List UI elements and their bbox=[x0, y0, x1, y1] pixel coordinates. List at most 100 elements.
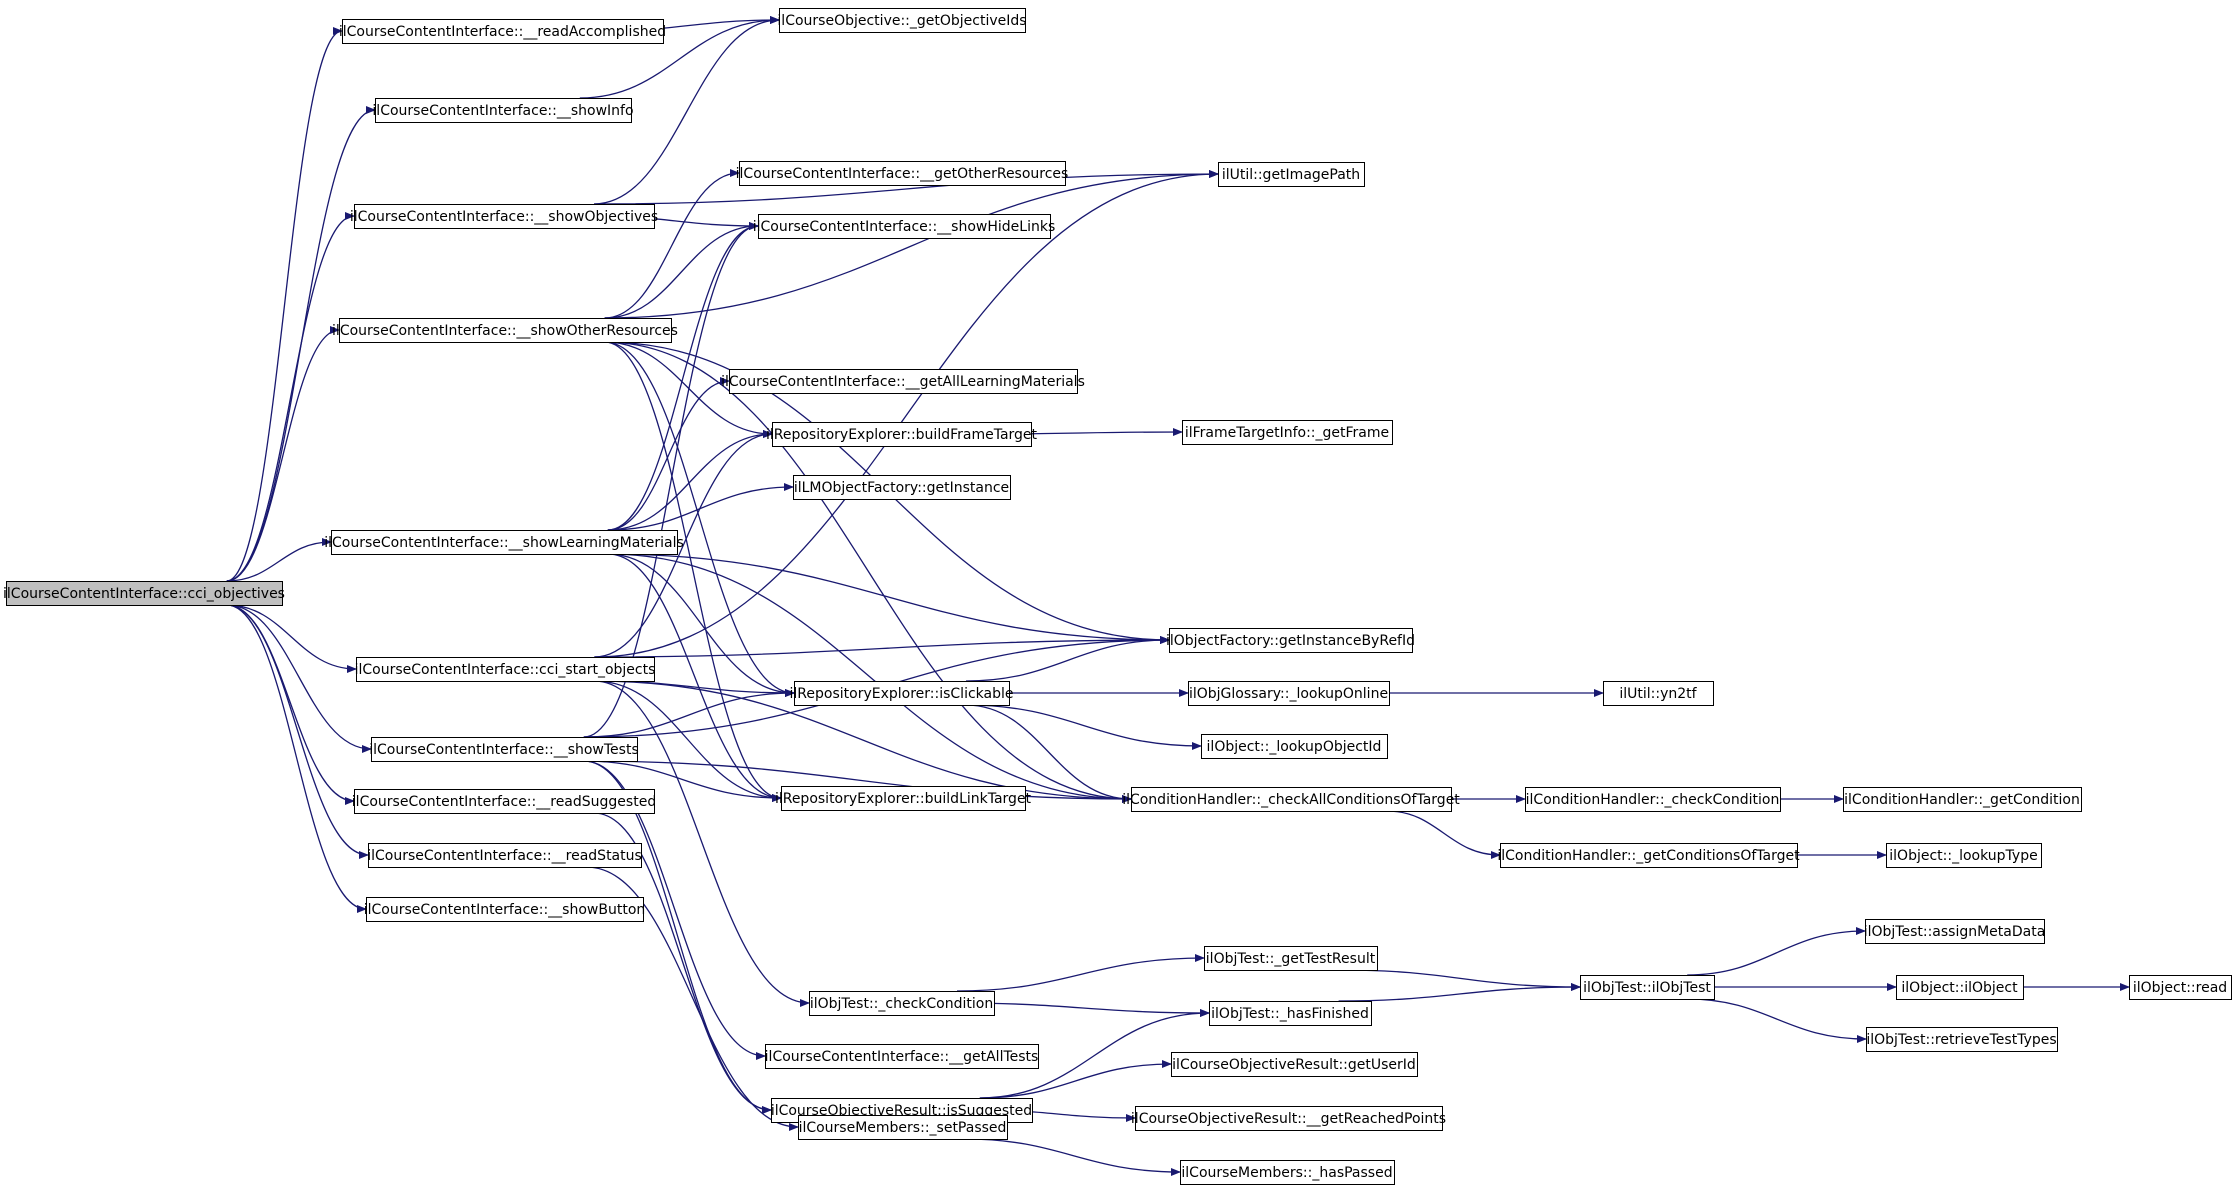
node-box bbox=[1135, 1106, 1443, 1131]
node-label: ilCourseContentInterface::__readSuggeste… bbox=[352, 794, 656, 810]
graph-node-lookupObjectId[interactable]: ilObject::_lookupObjectId bbox=[1201, 734, 1388, 759]
node-box bbox=[1865, 919, 2045, 944]
node-box bbox=[371, 737, 638, 762]
graph-node-objTestCheckCondition[interactable]: ilObjTest::_checkCondition bbox=[809, 991, 995, 1016]
node-label: ilObjectFactory::getInstanceByRefId bbox=[1166, 633, 1415, 649]
call-edge bbox=[226, 27, 343, 582]
graph-node-buildLinkTarget[interactable]: ilRepositoryExplorer::buildLinkTarget bbox=[775, 786, 1032, 811]
call-edge bbox=[979, 1009, 1210, 1099]
node-box bbox=[781, 786, 1026, 811]
call-edge bbox=[607, 377, 730, 531]
graph-node-setPassed[interactable]: ilCourseMembers::_setPassed bbox=[798, 1115, 1008, 1140]
graph-node-lookupOnline[interactable]: ilObjGlossary::_lookupOnline bbox=[1188, 681, 1390, 706]
graph-node-getAllLearningMaterials[interactable]: ilCourseContentInterface::__getAllLearni… bbox=[721, 369, 1085, 394]
graph-node-ilObjectCtor[interactable]: ilObject::ilObject bbox=[1896, 975, 2024, 1000]
call-edge bbox=[226, 326, 340, 582]
graph-node-ilObjTestCtor[interactable]: ilObjTest::ilObjTest bbox=[1580, 975, 1715, 1000]
graph-node-getObjectiveIds[interactable]: ilCourseObjective::_getObjectiveIds bbox=[777, 8, 1027, 33]
node-box bbox=[1500, 843, 1798, 868]
node-box bbox=[1182, 420, 1393, 445]
node-label: ilConditionHandler::_getCondition bbox=[1844, 792, 2080, 808]
graph-node-getOtherResources[interactable]: ilCourseContentInterface::__getOtherReso… bbox=[736, 161, 1069, 186]
graph-node-assignMetaData[interactable]: ilObjTest::assignMetaData bbox=[1864, 919, 2046, 944]
call-edge bbox=[604, 341, 773, 438]
node-label: ilUtil::yn2tf bbox=[1619, 686, 1697, 702]
node-box bbox=[1180, 1160, 1395, 1185]
node-label: ilCourseContentInterface::cci_objectives bbox=[3, 586, 285, 602]
graph-node-readAccomplished[interactable]: ilCourseContentInterface::__readAccompli… bbox=[339, 19, 666, 44]
node-label: ilFrameTargetInfo::_getFrame bbox=[1185, 425, 1389, 441]
node-label: ilCourseMembers::_setPassed bbox=[799, 1120, 1007, 1136]
node-label: ilCourseObjective::_getObjectiveIds bbox=[777, 13, 1026, 29]
graph-node-hasPassed[interactable]: ilCourseMembers::_hasPassed bbox=[1180, 1160, 1395, 1185]
graph-node-getAllTests[interactable]: ilCourseContentInterface::__getAllTests bbox=[765, 1044, 1039, 1069]
call-edge bbox=[607, 553, 795, 697]
call-edge bbox=[979, 1060, 1172, 1099]
call-edge bbox=[956, 954, 1205, 992]
node-box bbox=[1169, 628, 1413, 653]
edge-layer bbox=[226, 16, 2130, 1176]
call-edge bbox=[586, 866, 799, 1131]
graph-node-lmGetInstance[interactable]: ilLMObjectFactory::getInstance bbox=[793, 475, 1011, 500]
node-label: ilCourseMembers::_hasPassed bbox=[1181, 1165, 1392, 1181]
graph-node-cci_objectives[interactable]: ilCourseContentInterface::cci_objectives bbox=[3, 581, 285, 606]
node-label: ilCourseContentInterface::__readAccompli… bbox=[339, 24, 666, 40]
graph-node-cci_start_objects[interactable]: ilCourseContentInterface::cci_start_obje… bbox=[355, 657, 656, 682]
node-label: ilObjTest::_checkCondition bbox=[810, 996, 993, 1012]
graph-node-readSuggested[interactable]: ilCourseContentInterface::__readSuggeste… bbox=[352, 789, 656, 814]
node-label: ilRepositoryExplorer::buildFrameTarget bbox=[766, 427, 1038, 443]
graph-node-showObjectives[interactable]: ilCourseContentInterface::__showObjectiv… bbox=[350, 204, 658, 229]
node-box bbox=[1201, 734, 1388, 759]
node-label: ilCourseContentInterface::cci_start_obje… bbox=[355, 662, 656, 678]
node-label: ilCourseContentInterface::__readStatus bbox=[367, 848, 642, 864]
graph-node-yn2tf[interactable]: ilUtil::yn2tf bbox=[1603, 681, 1714, 706]
graph-node-lookupType[interactable]: ilObject::_lookupType bbox=[1886, 843, 2042, 868]
graph-node-checkAllConditions[interactable]: ilConditionHandler::_checkAllConditionsO… bbox=[1122, 787, 1460, 812]
graph-node-getReachedPoints[interactable]: ilCourseObjectiveResult::__getReachedPoi… bbox=[1131, 1106, 1446, 1131]
graph-node-getCondition[interactable]: ilConditionHandler::_getCondition bbox=[1843, 787, 2082, 812]
graph-node-getUserId[interactable]: ilCourseObjectiveResult::getUserId bbox=[1171, 1052, 1418, 1077]
graph-node-condCheckCondition[interactable]: ilConditionHandler::_checkCondition bbox=[1525, 787, 1781, 812]
call-edge bbox=[594, 680, 1132, 803]
graph-node-getFrame[interactable]: ilFrameTargetInfo::_getFrame bbox=[1182, 420, 1393, 445]
node-label: ilCourseContentInterface::__showObjectiv… bbox=[350, 209, 658, 225]
node-label: ilObjTest::_hasFinished bbox=[1211, 1006, 1369, 1022]
graph-node-showInfo[interactable]: ilCourseContentInterface::__showInfo bbox=[372, 98, 634, 123]
graph-node-showLearningMaterials[interactable]: ilCourseContentInterface::__showLearning… bbox=[324, 530, 684, 555]
graph-node-readStatus[interactable]: ilCourseContentInterface::__readStatus bbox=[367, 843, 642, 868]
call-edge bbox=[604, 341, 782, 802]
graph-node-showOtherResources[interactable]: ilCourseContentInterface::__showOtherRes… bbox=[332, 318, 678, 343]
graph-node-isClickable[interactable]: ilRepositoryExplorer::isClickable bbox=[790, 681, 1014, 706]
graph-node-objectRead[interactable]: ilObject::read bbox=[2129, 975, 2232, 1000]
graph-node-hasFinished[interactable]: ilObjTest::_hasFinished bbox=[1209, 1001, 1372, 1026]
graph-node-showHideLinks[interactable]: ilCourseContentInterface::__showHideLink… bbox=[753, 214, 1056, 239]
node-box bbox=[354, 204, 655, 229]
call-edge bbox=[593, 170, 1219, 205]
call-edge bbox=[593, 812, 772, 1114]
call-edge bbox=[583, 222, 759, 738]
node-box bbox=[729, 369, 1078, 394]
node-box bbox=[375, 98, 632, 123]
call-edge bbox=[594, 170, 1219, 658]
node-label: ilLMObjectFactory::getInstance bbox=[794, 480, 1009, 496]
node-box bbox=[765, 1044, 1039, 1069]
node-label: ilObjTest::ilObjTest bbox=[1583, 980, 1711, 996]
graph-node-buildFrameTarget[interactable]: ilRepositoryExplorer::buildFrameTarget bbox=[766, 422, 1038, 447]
node-box bbox=[1218, 162, 1365, 187]
graph-node-showTests[interactable]: ilCourseContentInterface::__showTests bbox=[369, 737, 639, 762]
graph-node-getConditionsOfTarget[interactable]: ilConditionHandler::_getConditionsOfTarg… bbox=[1497, 843, 1800, 868]
call-edge bbox=[965, 704, 1132, 803]
call-edge bbox=[604, 169, 740, 319]
graph-node-getInstanceByRefId[interactable]: ilObjectFactory::getInstanceByRefId bbox=[1166, 628, 1415, 653]
node-box bbox=[1896, 975, 2024, 1000]
call-edge bbox=[607, 222, 759, 531]
node-box bbox=[1204, 946, 1378, 971]
graph-node-retrieveTestTypes[interactable]: ilObjTest::retrieveTestTypes bbox=[1866, 1027, 2058, 1052]
graph-node-showButton[interactable]: ilCourseContentInterface::__showButton bbox=[364, 897, 646, 922]
node-label: ilCourseContentInterface::__showButton bbox=[364, 902, 646, 918]
graph-node-getImagePath[interactable]: ilUtil::getImagePath bbox=[1218, 162, 1365, 187]
graph-node-getTestResult[interactable]: ilObjTest::_getTestResult bbox=[1204, 946, 1378, 971]
call-edge bbox=[1687, 998, 1867, 1043]
node-label: ilCourseContentInterface::__getOtherReso… bbox=[736, 166, 1069, 182]
call-edge bbox=[607, 553, 1132, 803]
